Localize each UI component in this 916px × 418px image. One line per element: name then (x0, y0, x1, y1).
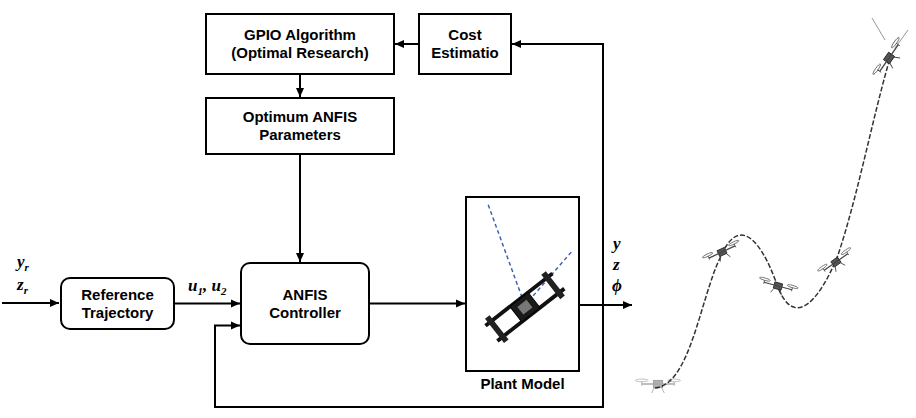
node-text: Optimum ANFIS Parameters (221, 108, 379, 144)
signal-name: yr (16, 252, 30, 274)
input-arrow (2, 302, 59, 304)
flow-arrow (299, 75, 301, 97)
signal-name: u1, u2 (187, 276, 227, 298)
flow-arrow (395, 43, 418, 45)
output-name: y (612, 234, 622, 254)
flow-arrow (175, 303, 240, 305)
reference-box: Reference Trajectory (60, 277, 175, 330)
flow-arrow (299, 155, 301, 262)
plant-box: Plant Model (465, 196, 580, 372)
controller-box: ANFIS Controller (240, 262, 370, 345)
output-arrow (603, 304, 632, 306)
node-text: Plant Model (457, 375, 588, 393)
output-name: ϕ (611, 276, 623, 296)
quadrotor-illustration (467, 198, 578, 370)
signal-name: zr (16, 275, 29, 297)
flow-arrow (370, 303, 465, 305)
node-text: GPIO Algorithm (Optimal Research) (221, 26, 379, 62)
output-name: z (612, 255, 621, 275)
trajectory-illustration (636, 18, 910, 393)
node-text: ANFIS Controller (256, 286, 354, 322)
cost-box: Cost Estimatio (418, 13, 512, 75)
node-text: Reference Trajectory (72, 286, 163, 322)
node-text: Cost Estimatio (425, 26, 505, 62)
parameter-box: Optimum ANFIS Parameters (205, 97, 395, 155)
algorithm-box: GPIO Algorithm (Optimal Research) (205, 13, 395, 75)
